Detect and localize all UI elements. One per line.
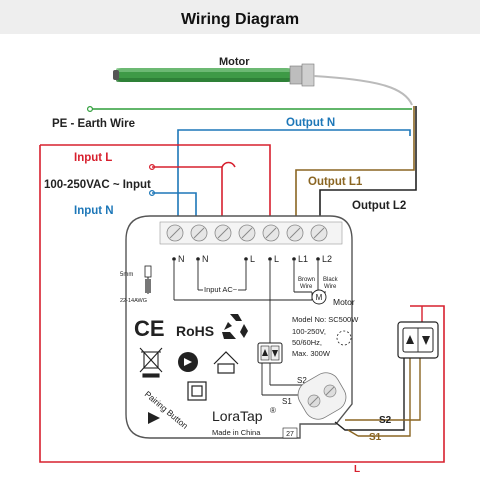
motor-top-label: Motor [219,56,250,68]
input-l-label: Input L [74,152,112,164]
terminal-screw-3 [214,224,232,242]
model-number: Model No: SC500W [292,315,359,324]
wire-input-l [39,144,445,463]
internal-schematic [173,261,326,350]
spec-power: Max. 300W [292,349,331,358]
double-insulation-icon [187,381,207,401]
terminal-screw-4 [238,224,256,242]
brand-logo: LoraTap [212,408,263,424]
wire-output-n [177,129,411,228]
terminal-block [159,221,343,245]
wire-strip-icon [144,265,152,294]
diagram-title: Wiring Diagram [181,11,299,28]
terminal-label-out-l2: L2 [322,254,332,264]
wire-output-l2 [319,106,417,228]
output-n-label: Output N [286,117,335,129]
made-in-label: Made in China [212,428,261,437]
wire-output-l1 [295,106,415,228]
internal-s2-label: S2 [297,376,307,385]
external-switch-icon [397,321,439,359]
internal-s1-label: S1 [282,397,292,406]
output-l1-label: Output L1 [308,176,363,188]
pe-earth-label: PE - Earth Wire [52,118,135,130]
spec-voltage: 100-250V, [292,327,326,336]
terminal-label-n1: N [178,254,185,264]
terminal-screw-6 [286,224,304,242]
motor-symbol-icon: M [311,289,327,305]
terminal-screw-5 [262,224,280,242]
module-body [125,215,353,439]
terminal-label-n2: N [202,254,209,264]
external-switch-wires [334,306,423,437]
wire-gauge-label: 5mm [120,272,133,278]
external-s1-label: S1 [369,432,382,443]
voltage-label: 100-250VAC ~ Input [44,179,151,191]
input-ac-label: Input AC~ [204,285,238,294]
external-s2-label: S2 [379,415,392,426]
input-n-label: Input N [74,205,114,217]
badge-box [282,427,298,439]
spec-frequency: 50/60Hz, [292,338,322,347]
terminal-labels: N N L L L1 L2 [172,254,332,264]
rohs-mark: RoHS [176,323,214,339]
motor-symbol-letter: M [316,293,323,302]
pairing-arrow-icon [148,412,160,424]
title-bar [0,0,480,34]
black-wire-label-2: Wire [324,284,337,290]
terminal-screw-1 [166,224,184,242]
badge-number: 27 [286,431,294,438]
terminal-label-out-l1: L1 [298,254,308,264]
motor-cable [313,75,413,106]
s1-s2-terminal [297,372,347,420]
terminal-screw-7 [310,224,328,242]
ce-mark: CE [134,316,165,341]
brown-wire-label-1: Brown [298,277,315,283]
output-l2-label: Output L2 [352,200,406,212]
module-motor-label: Motor [333,297,355,307]
led-indicator-icon [336,330,352,346]
terminal-label-l1: L [250,254,255,264]
weee-bin-icon [139,347,163,378]
brown-wire-label-2: Wire [300,284,313,290]
indoor-use-icon [213,351,239,374]
terminal-label-l2: L [274,254,279,264]
recycle-icon [222,314,248,339]
wire-pe-earth [86,105,412,112]
external-l-label: L [354,464,360,475]
internal-switch-icon [257,342,283,364]
brand-reg-mark: ® [270,406,276,415]
black-wire-label-1: Black [323,277,339,283]
terminal-screw-2 [190,224,208,242]
awg-label: 22-14AWG [120,298,147,304]
tubular-motor-icon [113,63,315,87]
arrow-circle-icon [178,352,198,372]
